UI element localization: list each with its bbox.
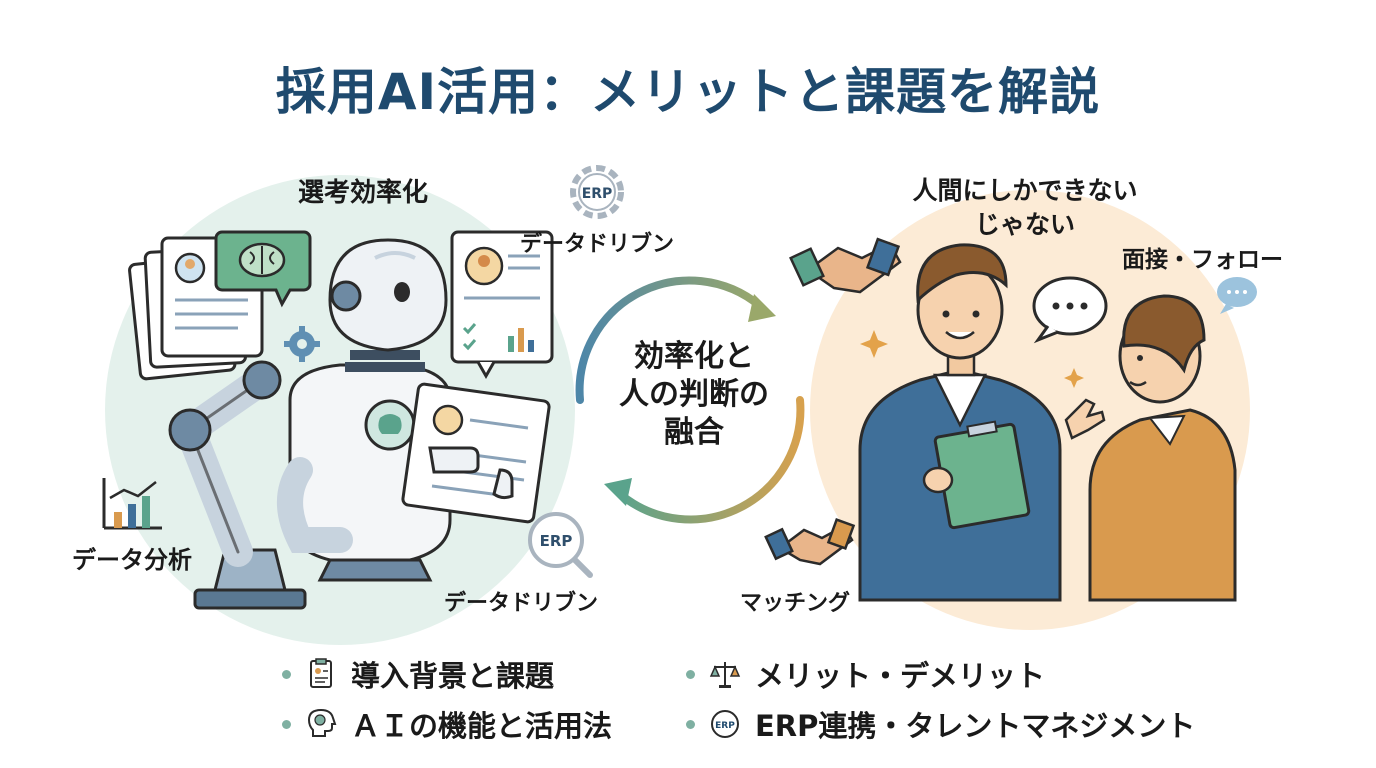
candidate-illustration bbox=[1088, 294, 1237, 602]
center-caption: 効率化と 人の判断の 融合 bbox=[586, 338, 802, 452]
erp-gear-label: ERP bbox=[582, 186, 613, 202]
handshake-icon-top bbox=[789, 237, 902, 294]
brain-head-icon bbox=[307, 708, 337, 737]
sparkle-icon bbox=[860, 330, 1084, 388]
label-interview-followup: 面接・フォロー bbox=[1122, 247, 1283, 273]
speech-bubble-icon bbox=[1032, 276, 1108, 344]
bullet-item: ＡＩの機能と活用法 bbox=[282, 704, 612, 744]
scales-icon bbox=[709, 662, 741, 688]
bullet-dot bbox=[686, 669, 695, 679]
bullet-text: 導入背景と課題 bbox=[351, 659, 555, 693]
bullet-dot bbox=[282, 719, 291, 729]
bullet-dot bbox=[686, 719, 695, 729]
document-icon bbox=[310, 658, 332, 688]
bullet-item: ERP ERP連携・タレントマネジメント bbox=[686, 704, 1195, 744]
brain-bubble-icon bbox=[214, 230, 312, 308]
svg-text:ERP: ERP bbox=[715, 721, 735, 731]
center-caption-line1: 効率化と bbox=[634, 339, 754, 374]
erp-magnifier-icon: ERP bbox=[528, 512, 593, 578]
bullet-text: ERP連携・タレントマネジメント bbox=[755, 709, 1196, 743]
erp-circle-icon: ERP bbox=[711, 710, 739, 738]
center-caption-line3: 融合 bbox=[664, 415, 724, 450]
bullet-item: メリット・デメリット bbox=[686, 654, 1195, 694]
bullet-list-left: 導入背景と課題 ＡＩの機能と活用法 bbox=[282, 654, 612, 744]
label-matching: マッチング bbox=[740, 591, 851, 616]
erp-gear-icon: ERP bbox=[570, 165, 624, 219]
erp-magnifier-label: ERP bbox=[540, 532, 573, 550]
center-caption-line2: 人の判断の bbox=[619, 377, 769, 412]
bar-chart-icon bbox=[102, 478, 162, 530]
page-title: 採用AI活用：メリットと課題を解説 bbox=[275, 63, 1101, 121]
bullet-list-right: メリット・デメリット ERP ERP連携・タレントマネジメント bbox=[686, 654, 1195, 744]
label-screening-efficiency: 選考効率化 bbox=[298, 178, 429, 208]
bullet-item: 導入背景と課題 bbox=[282, 654, 612, 694]
cycle-arrows bbox=[575, 276, 805, 524]
bullet-dot bbox=[282, 669, 291, 679]
arrow-head-bottom bbox=[604, 478, 632, 506]
label-human-only-line1: 人間にしかできない bbox=[912, 176, 1138, 205]
label-human-only-line2: じゃない bbox=[974, 210, 1075, 239]
interviewer-illustration bbox=[858, 243, 1106, 602]
gear-icon bbox=[284, 326, 320, 362]
small-speech-bubble-icon bbox=[1217, 277, 1257, 314]
bullet-text: ＡＩの機能と活用法 bbox=[351, 709, 613, 743]
label-data-driven-bottom: データドリブン bbox=[444, 591, 599, 616]
label-human-only: 人間にしかできない じゃない bbox=[900, 174, 1150, 242]
arrow-head-top bbox=[748, 294, 776, 322]
label-data-driven-top: データドリブン bbox=[520, 232, 675, 257]
bullet-text: メリット・デメリット bbox=[755, 659, 1046, 693]
label-data-analysis: データ分析 bbox=[72, 546, 192, 574]
resume-card-icon bbox=[450, 230, 554, 380]
handshake-icon-bottom bbox=[764, 518, 856, 566]
robot-illustration bbox=[168, 238, 551, 610]
